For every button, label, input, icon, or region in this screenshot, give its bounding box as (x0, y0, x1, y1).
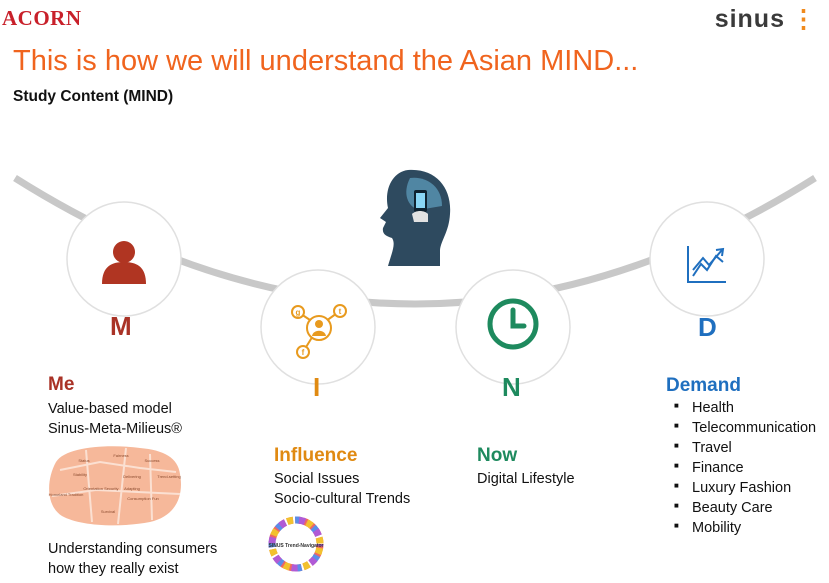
social-f-glyph: f (302, 348, 305, 357)
sinus-logo-text: SINUS (714, 5, 785, 33)
person-icon (102, 241, 146, 284)
node-circle-d (649, 201, 765, 317)
heading-influence: Influence (274, 445, 358, 466)
demand-item: Mobility (674, 518, 816, 538)
heading-me: Me (48, 374, 75, 395)
social-network-icon (291, 304, 347, 359)
letter-i: I (313, 372, 321, 402)
head-silhouette-icon (380, 169, 451, 266)
milieu-label: Trend-setting (157, 474, 180, 479)
letter-d: D (698, 312, 717, 342)
page-subtitle: Study Content (MIND) (13, 88, 174, 105)
milieu-label: Fairness (113, 453, 128, 458)
milieu-label: Delivering (123, 474, 141, 479)
milieu-label: Orientation Security (83, 486, 118, 491)
sinus-logo: SINUS ⋮ (715, 4, 817, 34)
milieus-labels: Status Fairness Success Stability Delive… (49, 453, 181, 514)
trend-navigator-label: SINUS Trend-Navigator (268, 543, 323, 549)
clock-icon (487, 298, 539, 350)
demand-item: Luxury Fashion (674, 478, 816, 498)
demand-list: Health Telecommunication Travel Finance … (674, 398, 816, 538)
milieu-label: Stability (73, 472, 87, 477)
heading-now: Now (477, 445, 518, 466)
me-footer-line: how they really exist (48, 561, 179, 577)
heading-demand: Demand (666, 375, 741, 396)
me-line: Sinus-Meta-Milieus® (48, 421, 182, 437)
milieu-label: Status (78, 458, 89, 463)
influence-line: Socio-cultural Trends (274, 491, 411, 507)
me-line: Value-based model (48, 401, 172, 417)
milieu-label: Consumption Fun (127, 496, 159, 501)
milieu-label: Survival (101, 509, 115, 514)
letter-n: N (502, 372, 521, 402)
demand-item: Travel (674, 438, 816, 458)
demand-item: Beauty Care (674, 498, 816, 518)
social-g-glyph: g (296, 308, 301, 317)
influence-line: Social Issues (274, 471, 360, 487)
milieus-map (49, 446, 181, 526)
page-title: This is how we will understand the Asian… (13, 45, 639, 77)
milieu-label: Success (144, 458, 159, 463)
now-line: Digital Lifestyle (477, 471, 575, 487)
milieu-label: Adapting (124, 486, 140, 491)
trend-navigator-badge: SINUS Trend-Navigator (268, 516, 324, 572)
acorn-logo: ACORN (2, 6, 82, 30)
demand-item: Health (674, 398, 816, 418)
sinus-logo-mark: ⋮ (784, 5, 817, 33)
trend-chart-icon (687, 246, 726, 283)
social-t-glyph: t (339, 307, 342, 316)
letter-m: M (110, 311, 132, 341)
demand-item: Telecommunication (674, 418, 816, 438)
milieu-label: Homeland Tradition (49, 492, 84, 497)
me-footer-line: Understanding consumers (48, 541, 218, 557)
demand-item: Finance (674, 458, 816, 478)
